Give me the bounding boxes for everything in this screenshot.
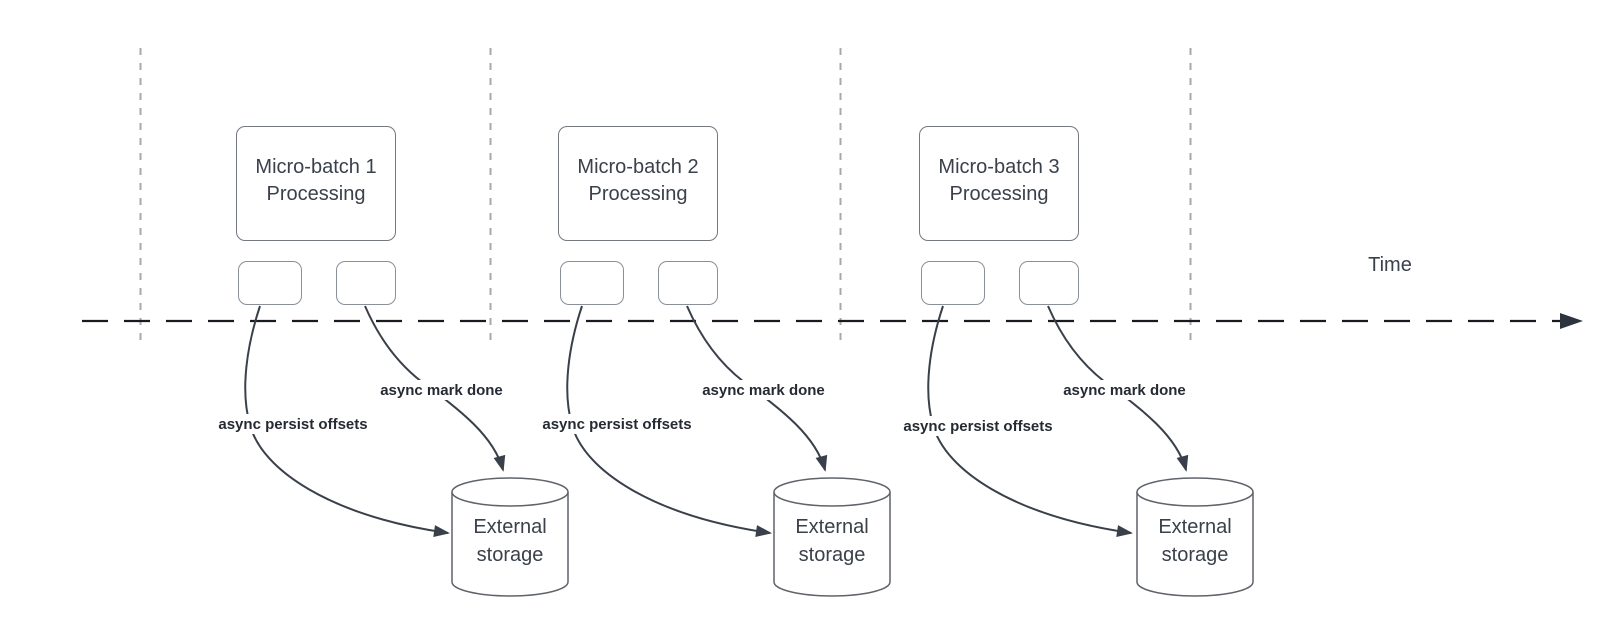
external-storage-cylinder-3: External storage (1136, 476, 1254, 598)
time-axis-label: Time (1368, 254, 1412, 276)
batch-3-task-box-right (1019, 261, 1079, 305)
micro-batch-3-title: Micro-batch 3 (938, 155, 1060, 178)
micro-batch-2-title: Micro-batch 2 (577, 155, 699, 178)
cylinder-shape-icon (1136, 477, 1254, 597)
storage-label-line1: External (1158, 516, 1232, 538)
time-axis-arrowhead-icon (1560, 313, 1583, 329)
micro-batch-1-subtitle: Processing (266, 182, 366, 205)
batch-2-task-box-right (658, 261, 718, 305)
mark-done-label-2: async mark done (689, 380, 838, 400)
batch-1-task-box-left (238, 261, 302, 305)
cylinder-shape-icon (451, 477, 569, 597)
external-storage-cylinder-2: External storage (773, 476, 891, 598)
external-storage-cylinder-1: External storage (451, 476, 569, 598)
batch-1-task-box-right (336, 261, 396, 305)
batch-3-task-box-left (921, 261, 985, 305)
micro-batch-1-box: Micro-batch 1 Processing (236, 126, 396, 241)
storage-label-line2: storage (1161, 544, 1229, 566)
micro-batch-3-box: Micro-batch 3 Processing (919, 126, 1079, 241)
cylinder-shape-icon (773, 477, 891, 597)
mark-done-label-3: async mark done (1050, 380, 1199, 400)
micro-batch-2-subtitle: Processing (588, 182, 688, 205)
storage-label-line2: storage (798, 544, 866, 566)
storage-label-line2: storage (476, 544, 544, 566)
persist-offsets-label-1: async persist offsets (204, 414, 382, 434)
batch-2-task-box-left (560, 261, 624, 305)
persist-offsets-label-3: async persist offsets (889, 416, 1067, 436)
persist-offsets-label-2: async persist offsets (528, 414, 706, 434)
micro-batch-1-title: Micro-batch 1 (255, 155, 377, 178)
micro-batch-2-box: Micro-batch 2 Processing (558, 126, 718, 241)
storage-label-line1: External (795, 516, 869, 538)
micro-batch-3-subtitle: Processing (949, 182, 1049, 205)
mark-done-label-1: async mark done (367, 380, 516, 400)
storage-label-line1: External (473, 516, 547, 538)
